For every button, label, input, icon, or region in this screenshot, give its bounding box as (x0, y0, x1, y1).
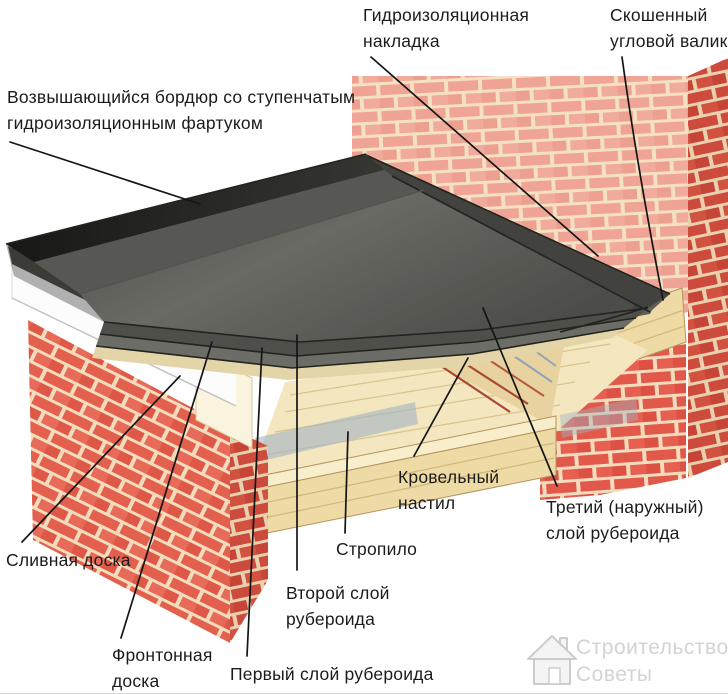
watermark-text: Строительство Советы (576, 634, 728, 688)
label-line: Третий (наружный) (546, 497, 704, 517)
right-wall-side-face (688, 58, 728, 478)
leader-valik (621, 56, 664, 301)
leader-slivnaya (21, 375, 181, 543)
label-line: Гидроизоляционная (363, 5, 530, 25)
label-second-felt-layer: Второй слой рубероида (286, 580, 390, 632)
second-felt-layer-edge (100, 308, 648, 356)
label-line: угловой валик (610, 31, 728, 51)
label-line: Первый слой рубероида (230, 664, 434, 684)
label-beveled-corner-fillet: Скошенный угловой валик (610, 2, 727, 54)
label-line: накладка (363, 31, 440, 51)
label-third-felt-layer: Третий (наружный) слой рубероида (546, 494, 704, 546)
label-waterproof-overlay: Гидроизоляционная накладка (363, 2, 529, 54)
label-line: Скошенный (610, 5, 708, 25)
leader-perviy (246, 347, 263, 657)
leader-nakladka (370, 56, 599, 257)
label-rafter: Стропило (336, 536, 417, 562)
house-icon (527, 635, 577, 685)
eave-shadow (255, 398, 638, 462)
watermark-line: Строительство (576, 636, 728, 659)
first-felt-layer-edge (96, 318, 636, 368)
label-line: Сливная доска (6, 550, 131, 570)
label-roof-decking: Кровельный настил (398, 464, 499, 516)
watermark-line: Советы (576, 663, 653, 686)
leader-stropilo (344, 431, 349, 534)
label-line: слой рубероида (546, 523, 680, 543)
label-line: доска (112, 671, 160, 691)
label-line: Кровельный (398, 467, 500, 487)
leader-frontonnaya (120, 341, 213, 639)
label-drip-board: Сливная доска (6, 547, 131, 573)
label-line: рубероида (286, 609, 376, 629)
leader-lines (9, 56, 664, 657)
label-line: Фронтонная (112, 645, 213, 665)
label-line: гидроизоляционным фартуком (7, 113, 264, 133)
leader-tretiy (482, 307, 558, 487)
label-raised-border: Возвышающийся бордюр со ступенчатым гидр… (7, 84, 355, 136)
label-line: Возвышающийся бордюр со ступенчатым (7, 87, 356, 107)
left-brick-wall (28, 320, 230, 643)
leader-nastil (413, 357, 469, 457)
label-first-felt-layer: Первый слой рубероида (230, 661, 434, 687)
label-gable-board: Фронтонная доска (112, 642, 213, 693)
label-line: настил (398, 493, 456, 513)
label-line: Второй слой (286, 583, 390, 603)
label-line: Стропило (336, 539, 418, 559)
left-wall-end-face (230, 428, 268, 643)
deck-front-edge (92, 328, 624, 380)
leader-bordur (9, 141, 201, 205)
